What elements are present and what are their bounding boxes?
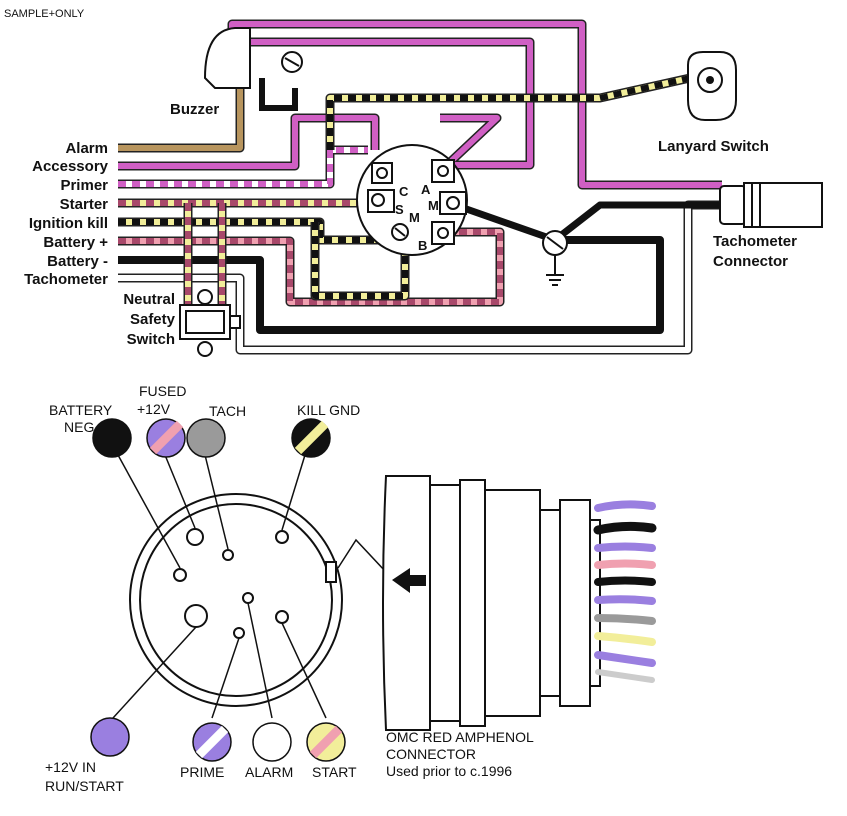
- label-battery-negative: Battery -: [47, 253, 108, 270]
- caption-line-1: OMC RED AMPHENOL: [386, 729, 534, 745]
- terminal-b: B: [418, 238, 427, 253]
- pin-leaders: [112, 454, 387, 719]
- pin-color-dots: [90, 418, 346, 762]
- label-run-start-2: RUN/START: [45, 778, 124, 794]
- watermark: SAMPLE+ONLY: [4, 8, 85, 20]
- buzzer: [203, 27, 303, 111]
- label-prime: PRIME: [180, 764, 224, 780]
- label-tachometer: Tachometer: [24, 271, 108, 288]
- wire-accessory: [118, 113, 380, 171]
- ignition-switch: C A S M M B: [356, 144, 468, 256]
- label-run-start-1: +12V IN: [45, 759, 96, 775]
- ground-symbol: [542, 230, 568, 286]
- label-battery-positive: Battery +: [43, 234, 108, 251]
- label-start: START: [312, 764, 357, 780]
- connector-wires: [593, 500, 657, 683]
- neutral-safety-switch: [179, 289, 241, 357]
- tachometer-connector: [719, 182, 823, 228]
- label-safety: Safety: [130, 311, 176, 328]
- label-lanyard-switch: Lanyard Switch: [658, 138, 769, 155]
- label-primer: Primer: [60, 177, 108, 194]
- connector-side-view: [382, 475, 601, 731]
- label-alarm-pin: ALARM: [245, 764, 293, 780]
- caption-line-2: CONNECTOR: [386, 746, 476, 762]
- lanyard-switch: [687, 51, 737, 121]
- terminal-m-left: M: [409, 210, 420, 225]
- label-ignition-kill: Ignition kill: [29, 215, 108, 232]
- label-battery-neg-1: BATTERY: [49, 402, 113, 418]
- terminal-m-right: M: [428, 198, 439, 213]
- terminal-s: S: [395, 202, 404, 217]
- label-tach-connector-1: Tachometer: [713, 233, 797, 250]
- label-neutral: Neutral: [123, 291, 175, 308]
- label-switch: Switch: [127, 331, 175, 348]
- label-accessory: Accessory: [32, 158, 109, 175]
- label-tach-connector-2: Connector: [713, 253, 788, 270]
- label-fused-1: FUSED: [139, 383, 186, 399]
- label-buzzer: Buzzer: [170, 101, 219, 118]
- label-alarm: Alarm: [65, 140, 108, 157]
- label-fused-2: +12V: [137, 401, 171, 417]
- label-starter: Starter: [60, 196, 109, 213]
- caption-line-3: Used prior to c.1996: [386, 763, 512, 779]
- label-kill-gnd: KILL GND: [297, 402, 360, 418]
- label-tach: TACH: [209, 403, 246, 419]
- connector-face: [129, 493, 343, 707]
- wire-battery-negative: [118, 236, 664, 334]
- label-battery-neg-2: NEG: [64, 419, 94, 435]
- terminal-c: C: [399, 184, 409, 199]
- terminal-a: A: [421, 182, 431, 197]
